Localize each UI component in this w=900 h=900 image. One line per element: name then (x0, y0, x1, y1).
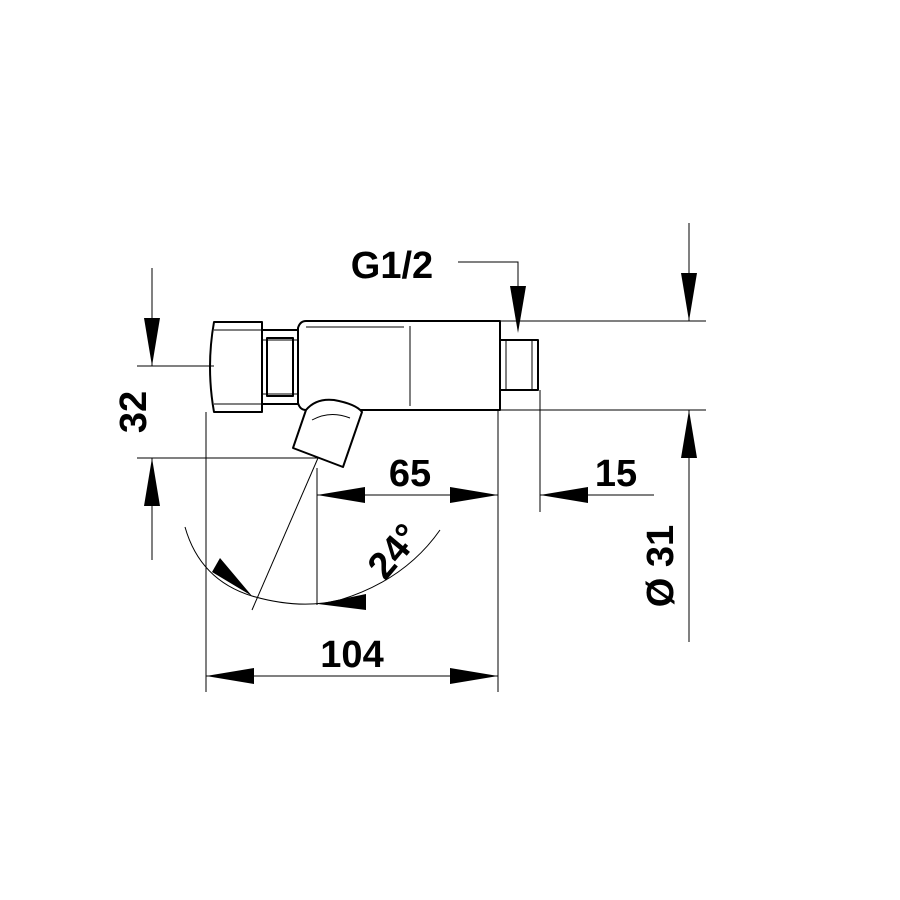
body-length-label: 65 (389, 453, 431, 495)
dimension-height: 32 (113, 268, 160, 560)
dimension-total-length: 104 (206, 634, 498, 684)
extension-lines (137, 320, 706, 692)
dimension-diameter: Ø 31 (640, 223, 697, 642)
height-label: 32 (113, 391, 155, 433)
thread-label: G1/2 (351, 245, 433, 287)
dimension-angle: 24° (184, 516, 441, 610)
diameter-label: Ø 31 (640, 525, 682, 607)
dimension-thread-length: 15 (540, 453, 654, 503)
thread-leader: G1/2 (351, 245, 526, 333)
valve-body (209, 320, 539, 468)
angle-label: 24° (360, 516, 429, 587)
thread-length-label: 15 (595, 453, 637, 495)
total-length-label: 104 (320, 634, 383, 676)
main-body (297, 320, 501, 411)
dimension-body-length: 65 (317, 453, 498, 503)
push-button (209, 321, 263, 413)
